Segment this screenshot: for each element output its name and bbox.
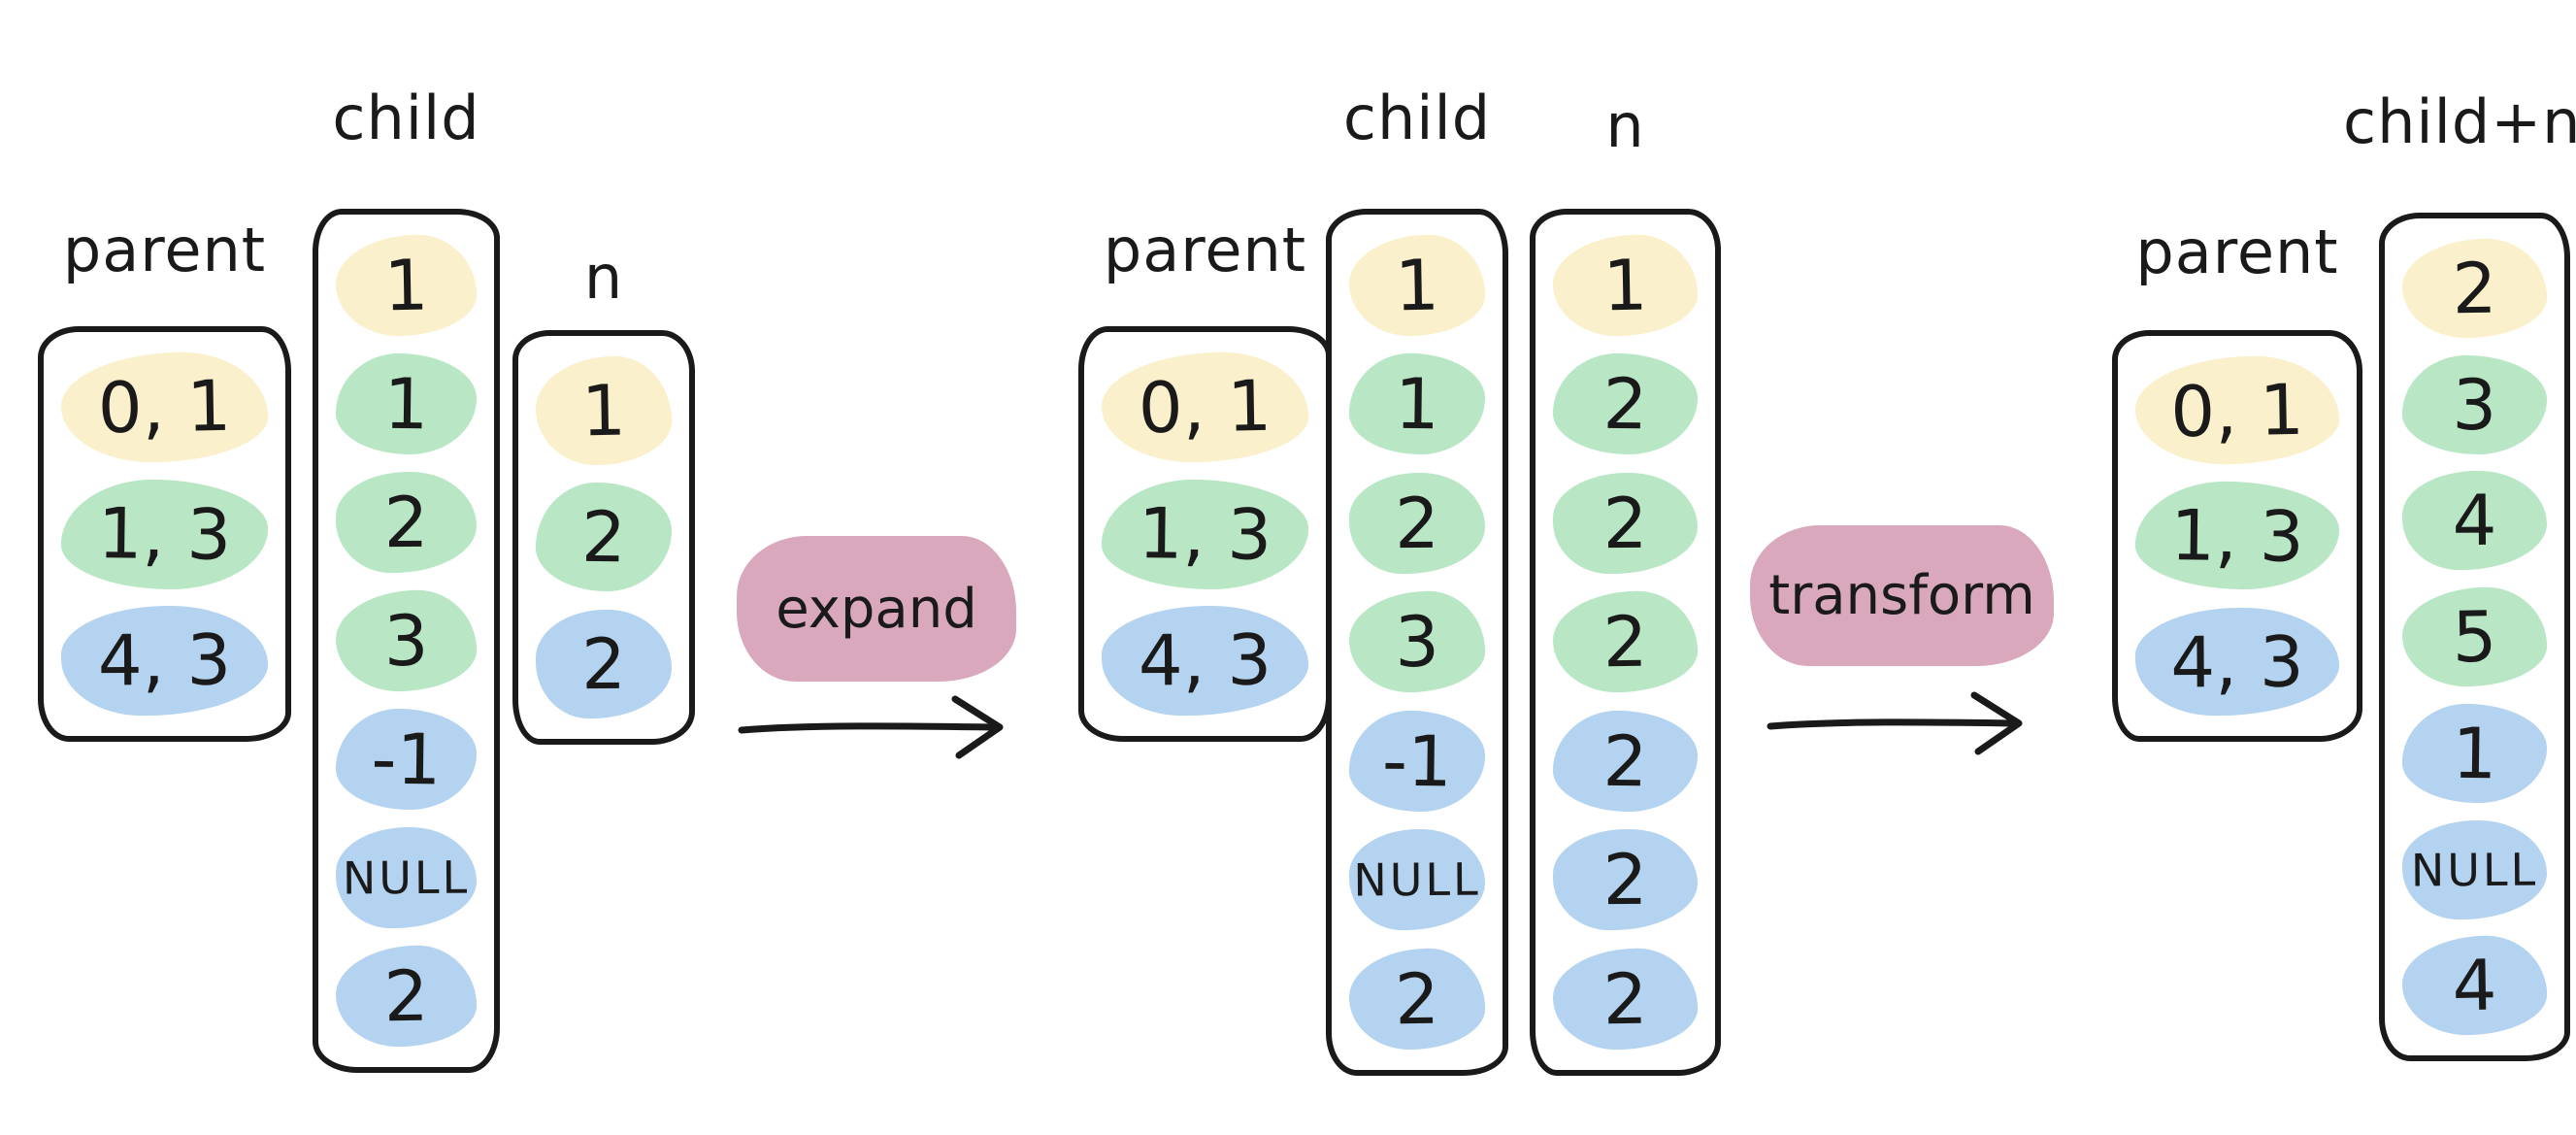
cell-value-blob: 2	[1348, 472, 1486, 575]
table-parent-expanded: 0, 1 1, 3 4, 3	[1078, 326, 1332, 742]
column-label-child-before: child	[332, 83, 480, 153]
cell-value-blob: -1	[335, 708, 478, 811]
cell-value-blob: NULL	[335, 826, 478, 929]
cell-value-blob: 0, 1	[2134, 354, 2340, 467]
column-label-n-before: n	[583, 242, 624, 313]
cell-value-blob: 2	[535, 609, 673, 719]
cell-value-blob: 3	[2401, 353, 2548, 455]
cell-value-blob: 2	[335, 944, 478, 1049]
cell-value-blob: 2	[1552, 472, 1699, 575]
cell-value-blob: 2	[1552, 947, 1699, 1052]
cell-value-blob: 0, 1	[1101, 351, 1309, 464]
cell-value-blob: 1, 3	[1101, 478, 1309, 590]
column-label-parent-expanded: parent	[1103, 215, 1307, 285]
cell-value-blob: 1, 3	[2134, 481, 2340, 591]
column-label-n-expanded: n	[1605, 90, 1645, 161]
cell-value-blob: 1	[2401, 702, 2548, 804]
cell-value-blob: NULL	[1348, 828, 1486, 932]
cell-value-blob: 1	[335, 352, 478, 455]
cell-value-blob: 4	[2401, 470, 2548, 571]
table-n-expanded: 1 2 2 2 2 2 2	[1530, 209, 1721, 1076]
cell-value-blob: -1	[1348, 709, 1486, 813]
cell-value-blob: 1, 3	[60, 478, 269, 590]
cell-value-blob: 0, 1	[60, 351, 269, 464]
cell-value-blob: 4	[2401, 935, 2548, 1037]
cell-value-blob: NULL	[2401, 819, 2548, 919]
expand-arrow-icon	[738, 695, 1004, 759]
cell-value-blob: 2	[1552, 589, 1699, 694]
cell-value-blob: 1	[1348, 233, 1486, 338]
cell-value-blob: 2	[1552, 709, 1699, 814]
cell-value-blob: 4, 3	[60, 605, 269, 717]
cell-value-blob: 2	[2401, 237, 2548, 340]
cell-value-blob: 2	[535, 482, 673, 593]
column-label-parent-after: parent	[2135, 217, 2339, 287]
cell-value-blob: 1	[335, 233, 478, 338]
transform-step-label: transform	[1750, 525, 2054, 666]
cell-value-blob: 2	[335, 471, 478, 574]
table-parent-before: 0, 1 1, 3 4, 3	[38, 326, 291, 742]
cell-value-blob: 4, 3	[2134, 606, 2340, 717]
column-label-child-plus-n-after: child+n	[2343, 86, 2576, 157]
cell-value-blob: 1	[1552, 233, 1699, 338]
cell-value-blob: 2	[1552, 828, 1699, 932]
column-label-child-expanded: child	[1342, 83, 1492, 153]
cell-value-blob: 3	[1348, 590, 1486, 694]
expand-step-label: expand	[737, 536, 1016, 682]
column-label-parent-before: parent	[62, 215, 267, 285]
cell-value-blob: 2	[1552, 352, 1699, 456]
cell-value-blob: 4, 3	[1101, 605, 1309, 717]
cell-value-blob: 1	[1348, 352, 1486, 456]
table-parent-after: 0, 1 1, 3 4, 3	[2112, 330, 2362, 742]
transform-arrow-icon	[1767, 691, 2023, 755]
cell-value-blob: 3	[335, 588, 478, 693]
cell-value-blob: 2	[1348, 947, 1486, 1052]
cell-value-blob: 1	[535, 354, 673, 467]
table-n-before: 1 2 2	[512, 330, 695, 745]
cell-value-blob: 5	[2401, 585, 2548, 688]
